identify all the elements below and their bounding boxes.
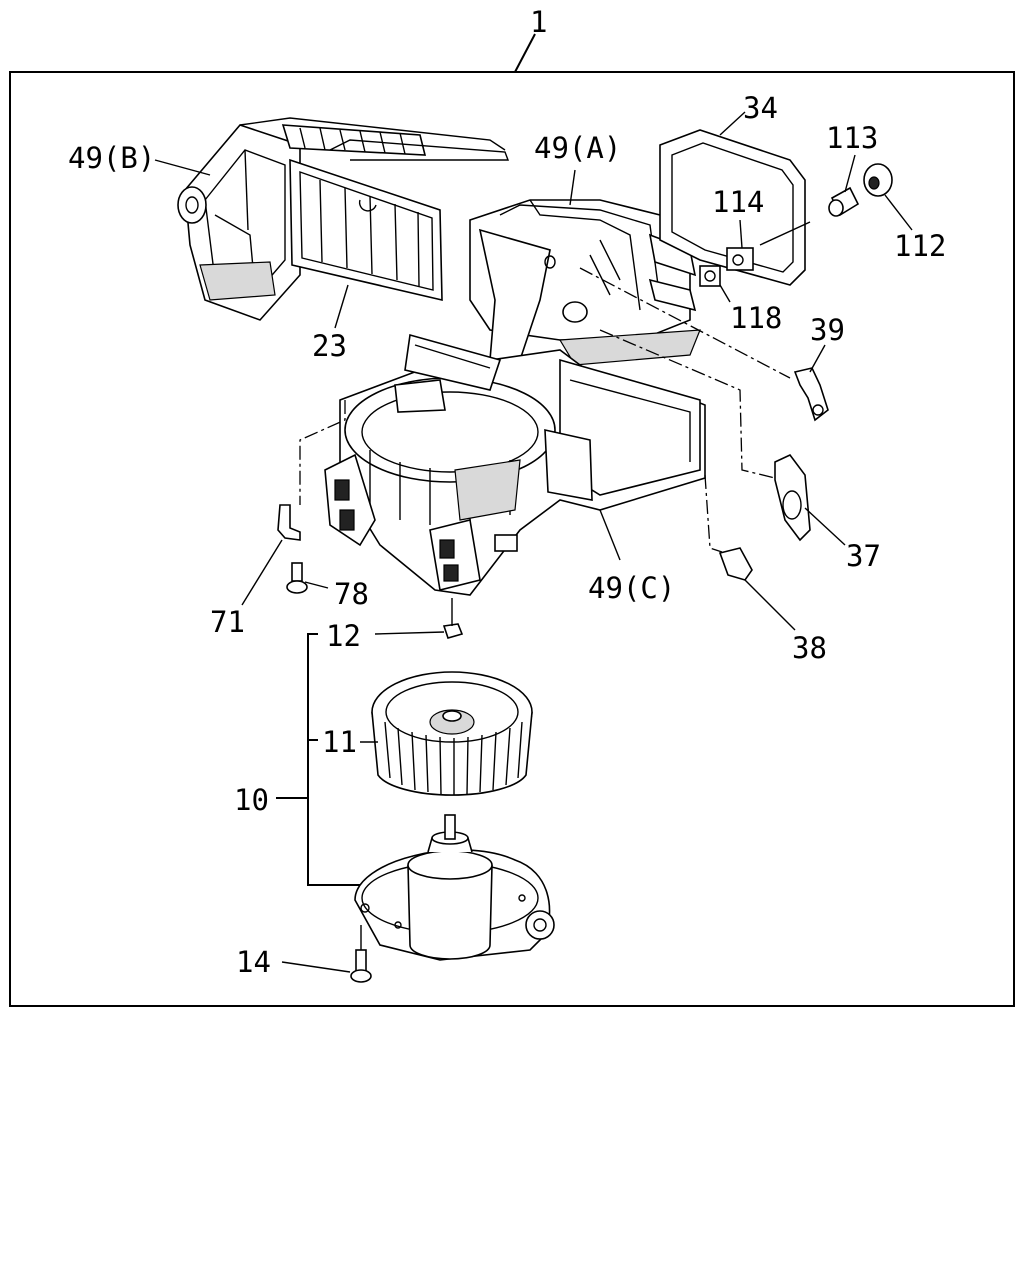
callout-14: 14 [236, 945, 271, 979]
leader-38 [744, 579, 796, 631]
part-49a-upper-case [469, 199, 701, 366]
leader-34 [719, 111, 746, 136]
centerline-38 [704, 474, 723, 553]
part-37-actuator [774, 454, 811, 542]
bracket-10 [307, 633, 360, 886]
leader-14 [281, 961, 351, 973]
part-34-gasket [659, 129, 806, 286]
leader-49c [599, 509, 621, 561]
centerline-71 [299, 400, 346, 505]
callout-38: 38 [792, 631, 827, 665]
part-49c-lower-case [324, 333, 706, 596]
leader-118 [719, 284, 731, 303]
part-blower-motor [354, 814, 555, 961]
leader-39 [809, 344, 826, 373]
leader-114 [739, 219, 743, 249]
callout-49c: 49(C) [588, 571, 675, 605]
part-12-nut [442, 623, 464, 639]
part-14-screw [350, 949, 372, 983]
callout-11: 11 [322, 725, 357, 759]
part-49b-intake-duct [177, 117, 510, 321]
leader-37 [804, 507, 846, 546]
part-114-clip [726, 247, 754, 271]
callout-12: 12 [326, 619, 361, 653]
callout-112: 112 [894, 229, 946, 263]
part-38-clip [718, 547, 753, 581]
callout-34: 34 [743, 91, 778, 125]
callout-49b: 49(B) [68, 141, 155, 175]
callout-71: 71 [210, 605, 245, 639]
part-71-bracket [277, 504, 301, 541]
callout-39: 39 [810, 313, 845, 347]
leader-71 [241, 539, 283, 606]
part-23-filter [289, 158, 443, 302]
leader-78 [304, 581, 329, 589]
centerline-37 [599, 329, 776, 479]
callout-37: 37 [846, 539, 881, 573]
leader-113 [844, 154, 856, 193]
callout-118: 118 [730, 301, 782, 335]
callout-49a: 49(A) [534, 131, 621, 165]
part-78-screw [286, 562, 308, 594]
part-39-rod [793, 367, 829, 422]
part-112-cap [863, 163, 893, 197]
leader-12 [374, 631, 445, 635]
callout-1: 1 [530, 5, 547, 39]
leader-23 [334, 284, 349, 329]
callout-114: 114 [712, 185, 764, 219]
leader-49a [569, 169, 576, 206]
callout-23: 23 [312, 329, 347, 363]
centerline-39 [579, 267, 791, 379]
part-118-grommet [699, 265, 721, 287]
leader-1 [514, 33, 536, 73]
leader-112 [884, 194, 913, 231]
leader-113b [759, 221, 811, 246]
callout-78: 78 [334, 577, 369, 611]
leader-49b [154, 159, 211, 176]
callout-113: 113 [826, 121, 878, 155]
part-11-fan-wheel [371, 671, 533, 796]
diagram-frame [9, 71, 1015, 1007]
callout-10: 10 [234, 783, 269, 817]
part-113-bushing [828, 186, 860, 217]
